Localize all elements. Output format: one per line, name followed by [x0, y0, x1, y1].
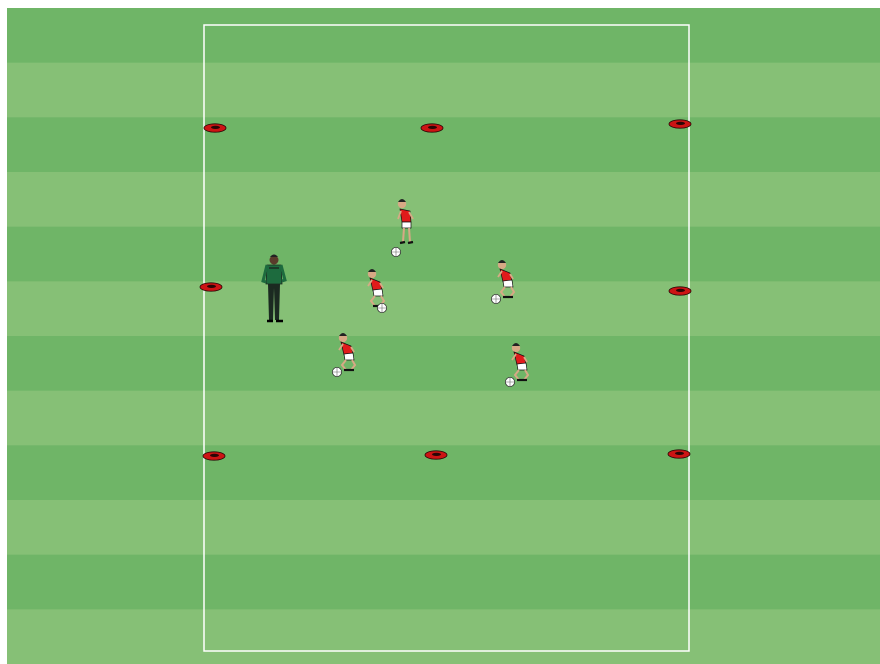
- cone-mid-right: [669, 287, 691, 295]
- grass-stripe: [7, 609, 880, 664]
- player-shorts: [402, 222, 411, 228]
- cone-top-left: [204, 124, 226, 132]
- ball: [332, 367, 341, 376]
- grass-stripe: [7, 8, 880, 63]
- cone-bottom-left: [203, 452, 225, 460]
- grass-stripe: [7, 500, 880, 555]
- cone-bottom-right: [668, 450, 690, 458]
- grass-stripes: [7, 8, 880, 664]
- grass-stripe: [7, 336, 880, 391]
- ball: [377, 303, 386, 312]
- player-shorts: [517, 363, 527, 370]
- cone-mid-left: [200, 283, 222, 291]
- player-shorts: [344, 353, 354, 360]
- cone-top-mid: [421, 124, 443, 132]
- grass-stripe: [7, 555, 880, 610]
- grass-stripe: [7, 63, 880, 118]
- cone-top-right: [669, 120, 691, 128]
- grass-stripe: [7, 281, 880, 336]
- player-shorts: [503, 280, 513, 287]
- cone-bottom-mid: [425, 451, 447, 459]
- ball: [391, 247, 400, 256]
- player-shorts: [373, 289, 383, 296]
- ball: [491, 294, 500, 303]
- ball: [505, 377, 514, 386]
- grass-stripe: [7, 391, 880, 446]
- grass-stripe: [7, 227, 880, 282]
- grass-stripe: [7, 172, 880, 227]
- grass-stripe: [7, 117, 880, 172]
- player-jersey: [400, 209, 411, 222]
